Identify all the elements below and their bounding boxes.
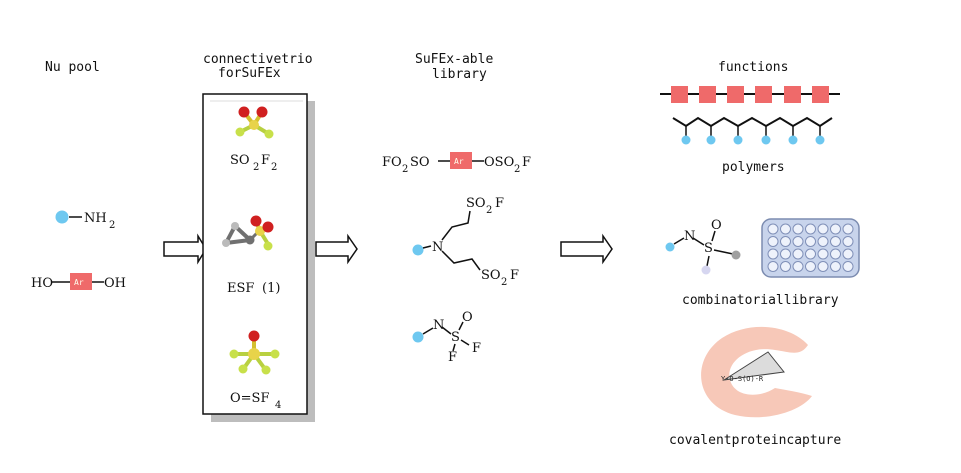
esf-label: ESF bbox=[227, 281, 254, 296]
amine-n: N bbox=[432, 240, 443, 255]
so2f-top-sub: 2 bbox=[486, 205, 492, 216]
plate-well bbox=[805, 261, 816, 272]
sulfamoyl-n: N bbox=[433, 318, 444, 333]
oso2f-f: F bbox=[522, 155, 531, 170]
ar-box bbox=[450, 152, 472, 169]
plate-well bbox=[805, 223, 816, 235]
plate-well bbox=[767, 236, 779, 247]
plate-well bbox=[817, 236, 829, 247]
combinatorial-label: combinatoriallibrary bbox=[682, 293, 839, 308]
so2f2-molecule bbox=[235, 106, 274, 139]
fo2so-sub: 2 bbox=[402, 164, 408, 175]
plate-well bbox=[780, 261, 791, 272]
fo2so-tail: SO bbox=[410, 155, 430, 170]
plate-well bbox=[830, 236, 841, 247]
so2f2-f: F bbox=[261, 153, 270, 168]
plate-well bbox=[817, 223, 829, 235]
oso2f-label: OSO bbox=[484, 155, 514, 170]
plate-well bbox=[780, 248, 791, 260]
plate-well bbox=[805, 248, 816, 260]
polymers-label: polymers bbox=[722, 160, 785, 175]
nucleophile-dot bbox=[665, 242, 675, 252]
connective-title-line2: forSuFEx bbox=[218, 66, 281, 81]
plate-well bbox=[780, 236, 791, 247]
so2f-bottom-sub: 2 bbox=[501, 277, 507, 288]
plate-well bbox=[830, 223, 841, 235]
ar-label: Ar bbox=[454, 157, 464, 166]
diol-nucleophile: HO Ar OH bbox=[31, 273, 126, 291]
sulfamoyl-fluoride: N S O F F bbox=[412, 310, 481, 365]
nucleophile-dot bbox=[412, 244, 424, 256]
plate-well bbox=[792, 248, 804, 260]
amine-sub: 2 bbox=[109, 220, 115, 231]
arrow-right-icon bbox=[163, 233, 207, 265]
nu-pool-title: Nu pool bbox=[45, 60, 100, 75]
plate-well bbox=[780, 223, 791, 235]
plate-well bbox=[842, 248, 854, 260]
plate-well bbox=[817, 248, 829, 260]
polymer-main-chain bbox=[660, 86, 840, 103]
trio-box bbox=[202, 93, 308, 415]
sulfamide-o: O bbox=[711, 218, 722, 233]
bis-fluorosulfate: FO 2 SO Ar OSO 2 F bbox=[382, 152, 531, 175]
plate-well bbox=[767, 261, 779, 272]
amine-label: NH bbox=[84, 211, 107, 226]
oso2f-sub: 2 bbox=[514, 164, 520, 175]
esf-molecule bbox=[222, 215, 274, 251]
sulfamoyl-f2: F bbox=[472, 341, 481, 356]
protein-capture-label: covalentproteincapture bbox=[669, 433, 841, 448]
sufex-title-line1: SuFEx-able bbox=[415, 52, 493, 67]
sulfamide-s: S bbox=[704, 241, 713, 256]
plate-well bbox=[792, 223, 804, 235]
so2f-top: SO bbox=[466, 196, 486, 211]
sof4-label: O=SF bbox=[230, 391, 269, 406]
nucleophile-dot bbox=[412, 331, 424, 343]
esf-number: (1) bbox=[262, 281, 280, 296]
plate-well bbox=[830, 248, 841, 260]
sufex-title-line2: library bbox=[432, 67, 487, 82]
nucleophile-dot bbox=[55, 210, 69, 224]
diol-right: OH bbox=[104, 276, 126, 291]
plate-well bbox=[792, 236, 804, 247]
sulfamide-n: N bbox=[684, 229, 695, 244]
plate-well bbox=[792, 261, 804, 272]
functions-title: functions bbox=[718, 60, 788, 75]
so2f-bottom: SO bbox=[481, 268, 501, 283]
sof4-molecule bbox=[229, 330, 280, 375]
protein-linker: Y-O-S(O)-R bbox=[721, 375, 764, 383]
plate-well bbox=[767, 248, 779, 260]
well-plate-icon bbox=[761, 218, 860, 278]
plate-well bbox=[842, 236, 854, 247]
so2f2-label: SO bbox=[230, 153, 250, 168]
so2f-top-f: F bbox=[495, 196, 504, 211]
arrow-right-icon bbox=[560, 233, 613, 265]
sulfamoyl-o: O bbox=[462, 310, 473, 325]
plate-well bbox=[842, 223, 854, 235]
so2f2-sub2: 2 bbox=[271, 162, 277, 173]
plate-well bbox=[805, 236, 816, 247]
fo2so-label: FO bbox=[382, 155, 402, 170]
arrow-right-icon bbox=[315, 233, 358, 265]
sof4-sub: 4 bbox=[275, 400, 281, 411]
so2f-bottom-f: F bbox=[510, 268, 519, 283]
plate-well bbox=[817, 261, 829, 272]
polymer-side-chain bbox=[672, 116, 833, 145]
sulfamoyl-f1: F bbox=[448, 350, 457, 365]
ar-label: Ar bbox=[74, 278, 84, 287]
diol-left: HO bbox=[31, 276, 53, 291]
protein-capture-icon: Y-O-S(O)-R bbox=[701, 326, 812, 418]
sulfamoyl-s: S bbox=[451, 330, 460, 345]
ar-box bbox=[70, 273, 92, 290]
amine-nucleophile: NH 2 bbox=[55, 210, 115, 231]
bis-ethenesulfonyl-amine: N SO 2 F SO 2 F bbox=[412, 196, 519, 288]
so2f2-sub1: 2 bbox=[253, 162, 259, 173]
sulfamide-structure: N S O bbox=[665, 218, 741, 275]
connective-title-line1: connectivetrio bbox=[203, 52, 313, 67]
plate-well bbox=[830, 261, 841, 272]
plate-well bbox=[842, 261, 854, 272]
plate-well bbox=[767, 223, 779, 235]
